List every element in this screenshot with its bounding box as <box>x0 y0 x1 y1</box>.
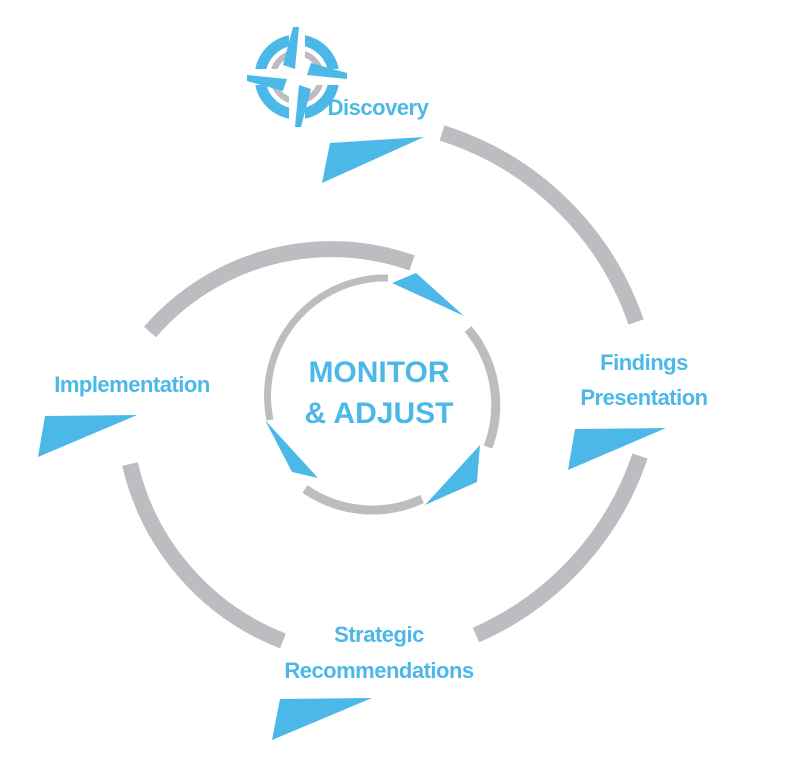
stage-label-strategic: Strategic Recommendations <box>284 622 474 683</box>
stage-label-implementation: Implementation <box>54 372 210 397</box>
inner-ring <box>264 274 501 515</box>
strategic-arrow <box>272 698 372 740</box>
stage-label-findings-line2: Presentation <box>580 385 707 410</box>
outer-arc-strategic-to-implementation <box>122 462 286 649</box>
stage-label-findings-line1: Findings <box>600 350 688 375</box>
outer-arc-findings-to-strategic <box>472 453 648 643</box>
stage-label-findings: Findings Presentation <box>580 350 708 410</box>
inner-arrow-top <box>392 273 464 316</box>
center-label-line1: MONITOR <box>308 356 449 389</box>
stage-label-strategic-line2: Recommendations <box>284 658 474 683</box>
implementation-arrow <box>38 415 137 457</box>
inner-arc-top <box>264 274 389 421</box>
findings-arrow <box>568 428 666 470</box>
inner-arrow-right <box>425 445 480 505</box>
outer-ring <box>122 125 648 649</box>
stage-label-discovery: Discovery <box>328 95 430 120</box>
discovery-arrow <box>322 137 424 183</box>
stage-label-strategic-line1: Strategic <box>334 622 424 647</box>
inner-arrow-left <box>265 420 318 478</box>
outer-arc-discovery-to-findings <box>439 125 644 325</box>
outer-arc-implementation-to-inner <box>143 241 415 338</box>
compass-icon <box>247 27 347 127</box>
center-label-line2: & ADJUST <box>305 397 454 430</box>
inner-arc-bottom <box>302 485 424 515</box>
center-label: MONITOR & ADJUST <box>305 356 454 430</box>
inner-arc-right <box>464 326 501 449</box>
